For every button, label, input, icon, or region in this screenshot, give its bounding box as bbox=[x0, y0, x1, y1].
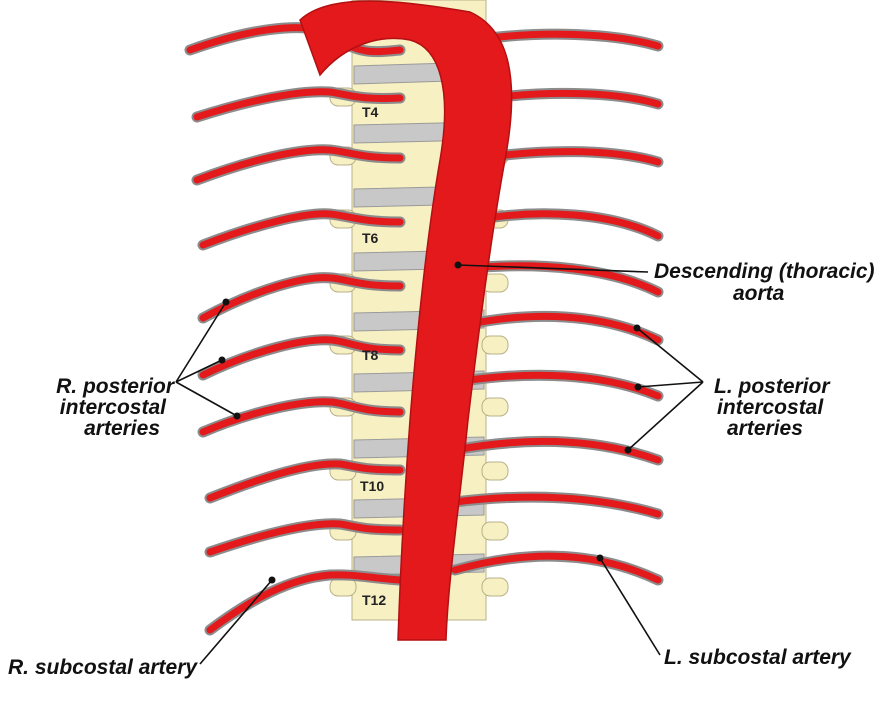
process bbox=[481, 521, 509, 541]
r-posterior-leader-line bbox=[175, 301, 227, 383]
l-subcostal-label: L. subcostal artery bbox=[664, 646, 852, 669]
left-intercostal-artery bbox=[466, 371, 662, 400]
left-intercostal-artery bbox=[451, 493, 662, 518]
right-intercostal-artery bbox=[193, 146, 404, 184]
r-subcostal-label: R. subcostal artery bbox=[8, 656, 198, 679]
right-intercostal-artery bbox=[206, 520, 404, 556]
r-posterior-label-line2: intercostal bbox=[60, 396, 167, 419]
left-subcostal-artery bbox=[451, 552, 662, 584]
leader-lines bbox=[175, 264, 704, 665]
l-posterior-label-line3: arteries bbox=[727, 417, 803, 440]
r-posterior-leader-line bbox=[175, 381, 238, 417]
intercostal-arteries bbox=[184, 22, 664, 636]
l-posterior-leader-line bbox=[636, 327, 704, 383]
l-posterior-label-line2: intercostal bbox=[717, 396, 824, 419]
right-intercostal-artery bbox=[199, 274, 404, 322]
left-intercostal-artery bbox=[486, 30, 662, 50]
left-intercostal-artery bbox=[484, 210, 662, 240]
aorta-leader-line bbox=[457, 264, 649, 273]
annotation-labels: Descending (thoracic) aorta R. posterior… bbox=[8, 260, 875, 679]
right-intercostal-artery bbox=[199, 210, 404, 249]
vertebra-label-t6: T6 bbox=[362, 230, 379, 246]
leader-dot bbox=[633, 324, 641, 332]
vertebra-labels: T4 T6 T8 T10 T12 bbox=[360, 104, 386, 608]
r-posterior-label-line1: R. posterior bbox=[56, 375, 176, 398]
right-subcostal-artery bbox=[206, 571, 404, 634]
leader-dot bbox=[233, 412, 241, 420]
r-posterior-leader-line bbox=[175, 359, 223, 383]
left-intercostal-artery bbox=[486, 148, 662, 166]
process bbox=[481, 335, 509, 355]
left-intercostal-artery bbox=[451, 437, 662, 464]
right-intercostal-artery bbox=[193, 88, 404, 121]
leader-dots bbox=[218, 261, 642, 584]
vertebra-label-t8: T8 bbox=[362, 347, 379, 363]
leader-dot bbox=[634, 383, 642, 391]
aorta-label-line2: aorta bbox=[733, 282, 785, 305]
vertebra-label-t12: T12 bbox=[362, 592, 386, 608]
process bbox=[481, 577, 509, 597]
process bbox=[481, 461, 509, 481]
l-posterior-leader-line bbox=[627, 381, 704, 451]
right-intercostal-artery bbox=[206, 460, 404, 502]
right-intercostal-artery bbox=[199, 398, 404, 436]
leader-dot bbox=[218, 356, 226, 364]
process bbox=[481, 397, 509, 417]
r-subcostal-leader-line bbox=[199, 579, 273, 665]
r-posterior-label-line3: arteries bbox=[84, 417, 160, 440]
l-posterior-leader-line bbox=[637, 381, 704, 388]
aorta-label-line1: Descending (thoracic) bbox=[654, 260, 875, 283]
leader-dot bbox=[454, 261, 462, 269]
l-subcostal-leader-line bbox=[599, 557, 661, 656]
l-posterior-label-line1: L. posterior bbox=[714, 375, 831, 398]
right-intercostal-artery bbox=[199, 336, 404, 379]
vertebra-label-t4: T4 bbox=[362, 104, 379, 120]
leader-dot bbox=[268, 576, 276, 584]
descending-aorta bbox=[299, 0, 513, 641]
vertebra-label-t10: T10 bbox=[360, 478, 384, 494]
leader-dot bbox=[222, 298, 230, 306]
leader-dot bbox=[624, 446, 632, 454]
leader-dot bbox=[596, 554, 604, 562]
